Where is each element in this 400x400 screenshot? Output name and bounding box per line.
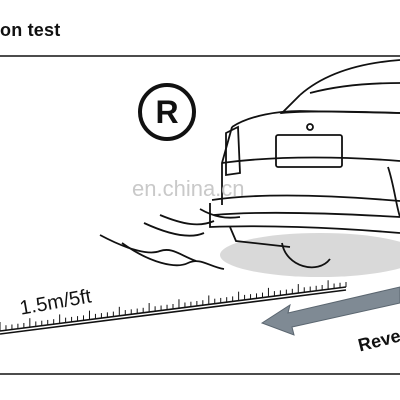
car-illustration <box>209 59 400 269</box>
ruler-ticks <box>0 280 347 331</box>
diagram-frame <box>0 55 400 375</box>
sensor-wave-icon <box>99 208 241 270</box>
badge-letter: R <box>155 94 178 130</box>
reverse-gear-icon: R <box>138 83 196 141</box>
car-shadow <box>220 233 400 277</box>
direction-arrow-icon <box>260 286 400 336</box>
section-title: on test <box>0 20 61 40</box>
watermark: en.china.cn <box>132 176 245 201</box>
